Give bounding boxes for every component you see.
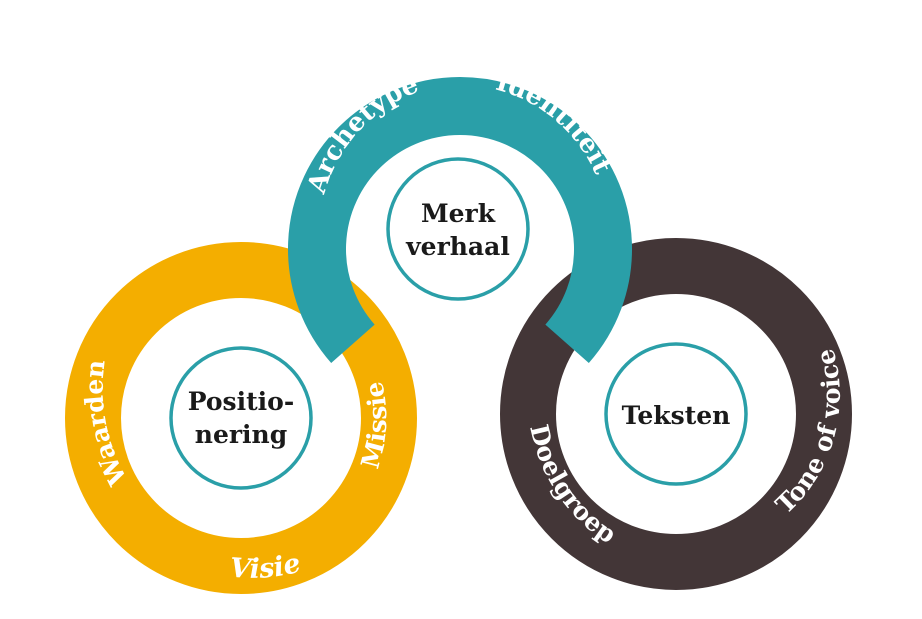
right-ring bbox=[500, 238, 852, 590]
left-center-line2: nering bbox=[195, 420, 287, 449]
top-center-line2: verhaal bbox=[405, 232, 510, 261]
right-center-line1: Teksten bbox=[622, 401, 731, 430]
right-inner-circle bbox=[604, 342, 748, 486]
left-ring bbox=[65, 242, 417, 594]
label-visie: Visie bbox=[229, 548, 304, 586]
left-ring-band bbox=[65, 242, 417, 594]
top-ring-band bbox=[288, 77, 632, 363]
left-center-line1: Positio- bbox=[188, 387, 294, 416]
top-center-line1: Merk bbox=[421, 199, 496, 228]
top-inner-circle bbox=[386, 157, 530, 301]
top-ring bbox=[288, 77, 632, 363]
right-ring-band bbox=[500, 238, 852, 590]
left-inner-circle bbox=[169, 346, 313, 490]
